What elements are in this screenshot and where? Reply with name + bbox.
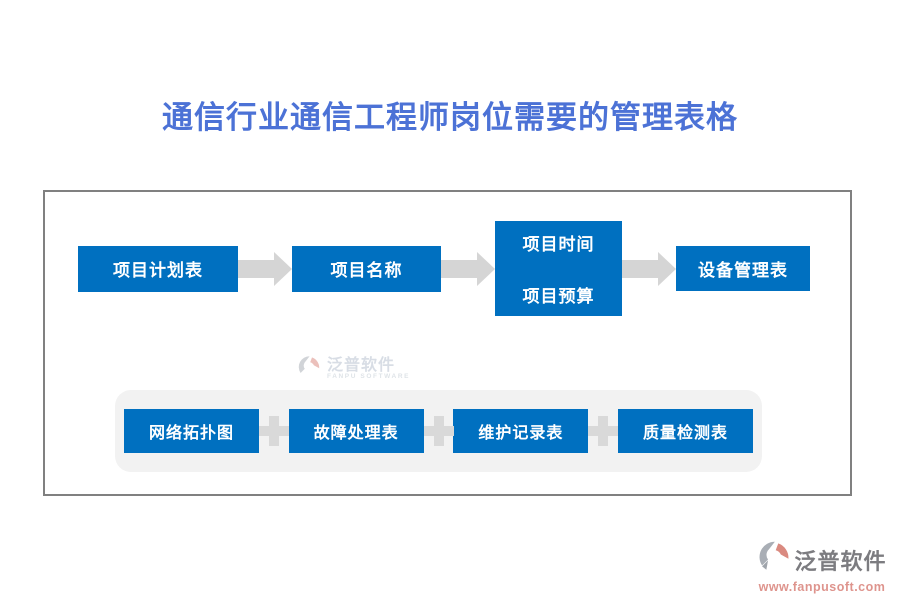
flow-node-label: 项目名称 [330,261,403,280]
plus-icon [588,416,619,446]
arrow-right-icon [238,251,292,286]
footer-brand-name: 泛普软件 [794,548,887,574]
group-node-label: 维护记录表 [478,425,564,442]
flow-node-line-budget: 项目预算 [522,287,595,306]
page-title: 通信行业通信工程师岗位需要的管理表格 [162,100,738,135]
flow-node-time-budget: 项目时间 项目预算 [495,221,622,316]
flow-node-project-name: 项目名称 [292,245,441,292]
watermark: 泛普软件 FANPU SOFTWARE [297,355,410,384]
group-node-quality-inspection: 质量检测表 [618,409,753,453]
arrow-right-icon [622,251,676,286]
arrow-right-icon [441,251,495,286]
group-node-network-topology: 网络拓扑图 [124,409,259,453]
plus-icon [423,416,454,446]
flow-row: 项目计划表 项目名称 项目时间 项目预算 设备管理表 [78,221,810,316]
watermark-subtitle: FANPU SOFTWARE [327,373,411,381]
group-node-label: 故障处理表 [313,425,399,442]
watermark-brand: 泛普软件 [327,356,396,374]
bottom-group-strip: 网络拓扑图 故障处理表 维护记录表 质量检测表 [115,390,762,472]
flow-node-project-plan: 项目计划表 [78,245,238,292]
diagram-canvas: 项目计划表 项目名称 项目时间 项目预算 设备管理表 泛普软件 [43,190,852,496]
fanpu-logo-icon [757,540,791,579]
group-node-label: 网络拓扑图 [148,425,234,442]
plus-icon [258,416,289,446]
group-node-maintenance-record: 维护记录表 [453,409,589,453]
flow-node-label: 项目计划表 [113,261,203,280]
group-node-label: 质量检测表 [643,425,729,442]
flow-node-equipment: 设备管理表 [676,246,810,291]
flow-node-label: 设备管理表 [698,261,788,280]
fanpu-logo-icon [297,355,321,384]
footer-url: www.fanpusoft.com [758,580,886,594]
group-node-fault-handling: 故障处理表 [288,409,424,453]
footer-brand-logo: 泛普软件 www.fanpusoft.com [752,540,892,594]
flow-node-line-time: 项目时间 [522,235,595,254]
